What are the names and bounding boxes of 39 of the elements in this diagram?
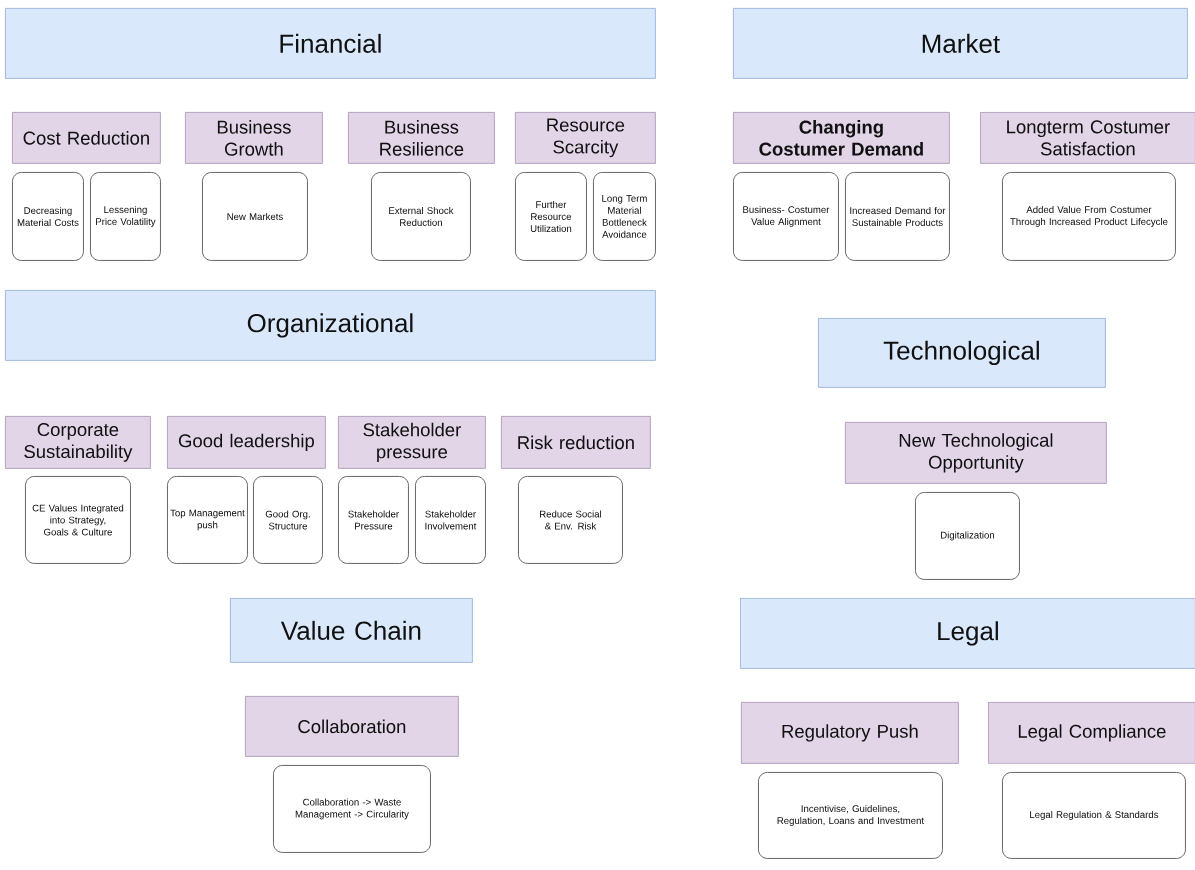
subcategory-box: Legal Compliance — [988, 702, 1195, 764]
category-band: Market — [733, 8, 1188, 79]
detail-box: New Markets — [202, 172, 308, 261]
detail-box: Incentivise, Guidelines, Regulation, Loans and Investment — [758, 772, 943, 859]
detail-box: Lessening Price Volatility — [90, 172, 161, 261]
detail-box: Top Management push — [167, 476, 248, 564]
detail-box: Collaboration -> Waste Management -> Circularity — [273, 765, 431, 853]
subcategory-box: New Technological Opportunity — [845, 422, 1107, 484]
category-band: Legal — [740, 598, 1195, 669]
subcategory-box: Longterm Costumer Satisfaction — [980, 112, 1195, 164]
detail-box: Stakeholder Involvement — [415, 476, 486, 564]
subcategory-box: Regulatory Push — [741, 702, 959, 764]
subcategory-box: Stakeholder pressure — [338, 416, 486, 469]
detail-box: CE Values Integrated into Strategy, Goals & Culture — [25, 476, 131, 564]
category-band: Financial — [5, 8, 656, 79]
subcategory-box: Business Growth — [185, 112, 323, 164]
detail-box: Legal Regulation & Standards — [1002, 772, 1186, 859]
subcategory-box: Business Resilience — [348, 112, 495, 164]
detail-box: Further Resource Utilization — [515, 172, 587, 261]
category-band: Organizational — [5, 290, 656, 361]
subcategory-box: Collaboration — [245, 696, 459, 757]
detail-box: Business- Costumer Value Alignment — [733, 172, 839, 261]
subcategory-box: Good leadership — [167, 416, 326, 469]
subcategory-box: Corporate Sustainability — [5, 416, 151, 469]
detail-box: Good Org. Structure — [253, 476, 323, 564]
subcategory-box: Changing Costumer Demand — [733, 112, 950, 164]
detail-box: Stakeholder Pressure — [338, 476, 409, 564]
subcategory-box: Risk reduction — [501, 416, 651, 469]
detail-box: Added Value From Costumer Through Increased Product Lifecycle — [1002, 172, 1176, 261]
category-band: Technological — [818, 318, 1106, 388]
detail-box: Increased Demand for Sustainable Products — [845, 172, 950, 261]
detail-box: Digitalization — [915, 492, 1020, 580]
detail-box: External Shock Reduction — [371, 172, 471, 261]
detail-box: Reduce Social & Env. Risk — [518, 476, 623, 564]
detail-box: Long Term Material Bottleneck Avoidance — [593, 172, 656, 261]
detail-box: Decreasing Material Costs — [12, 172, 84, 261]
subcategory-box: Resource Scarcity — [515, 112, 656, 164]
category-band: Value Chain — [230, 598, 473, 663]
subcategory-box: Cost Reduction — [12, 112, 161, 164]
